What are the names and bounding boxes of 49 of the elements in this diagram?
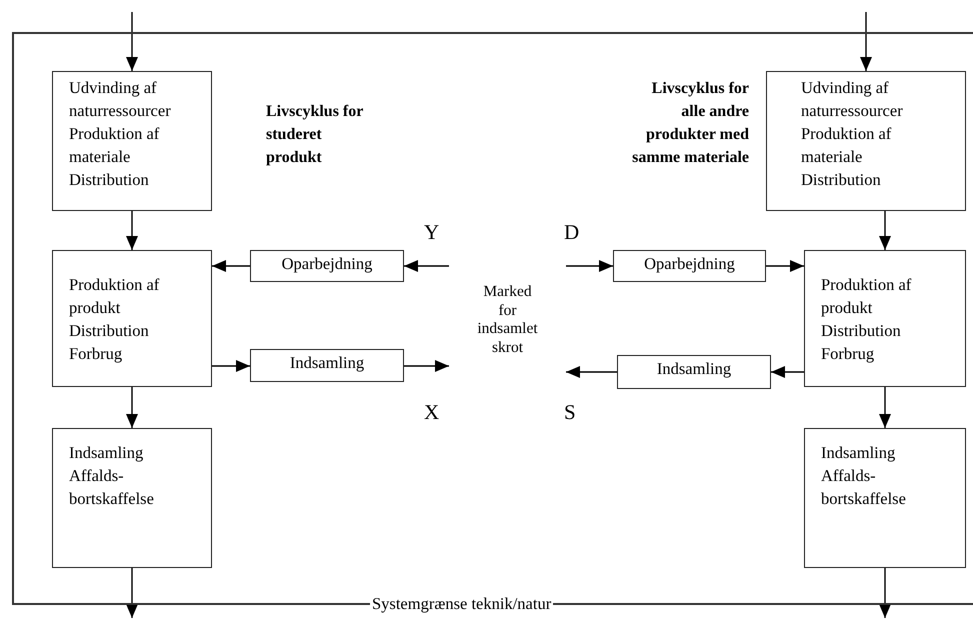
arrow	[766, 260, 804, 272]
flow-letter: Y	[424, 220, 440, 244]
arrow	[860, 12, 872, 71]
process-box	[804, 428, 966, 568]
arrow	[566, 366, 617, 378]
process-box: Oparbejdning	[613, 250, 766, 282]
box-text: Produktion af produkt	[821, 274, 912, 319]
box-text: Forbrug	[69, 343, 124, 365]
box-text: Produktion af materiale	[69, 123, 160, 168]
arrow	[879, 568, 891, 618]
box-text: Udvinding af naturressourcer	[69, 77, 172, 122]
box-text: Affalds- bortskaffelse	[69, 465, 155, 510]
lifecycle-heading: Livscyklus for studeret produkt	[266, 102, 364, 168]
box-text: Distribution	[821, 320, 902, 342]
process-box	[52, 250, 212, 387]
arrow	[566, 260, 613, 272]
box-text: Forbrug	[821, 343, 876, 365]
box-text: Distribution	[801, 169, 882, 191]
flow-letter: X	[424, 400, 440, 424]
arrow	[212, 360, 250, 372]
arrow	[404, 360, 449, 372]
process-box: Oparbejdning	[250, 250, 404, 282]
lifecycle-heading: Livscyklus for alle andre produkter med samme materiale	[631, 79, 749, 168]
arrow	[126, 387, 138, 428]
box-text: Distribution	[69, 169, 150, 191]
process-box	[52, 428, 212, 568]
process-box	[52, 71, 212, 211]
box-text: Produktion af produkt	[69, 274, 160, 319]
arrow	[126, 568, 138, 618]
arrow	[879, 387, 891, 428]
arrow	[771, 366, 804, 378]
box-text: Distribution	[69, 320, 150, 342]
arrow	[404, 260, 449, 272]
process-box: Indsamling	[250, 349, 404, 382]
box-text: Indsamling	[69, 442, 144, 464]
process-box	[804, 250, 966, 387]
process-box	[766, 71, 966, 211]
box-text: Udvinding af naturressourcer	[801, 77, 904, 122]
arrow	[879, 211, 891, 250]
flow-letter: D	[564, 220, 580, 244]
process-box: Indsamling	[617, 355, 771, 389]
market-label: Marked for indsamlet skrot	[476, 283, 539, 357]
arrow	[126, 211, 138, 250]
box-text: Indsamling	[821, 442, 896, 464]
arrow	[126, 12, 138, 71]
flow-letter: S	[564, 400, 577, 424]
box-text: Produktion af materiale	[801, 123, 892, 168]
box-text: Affalds- bortskaffelse	[821, 465, 907, 510]
arrow	[212, 260, 250, 272]
